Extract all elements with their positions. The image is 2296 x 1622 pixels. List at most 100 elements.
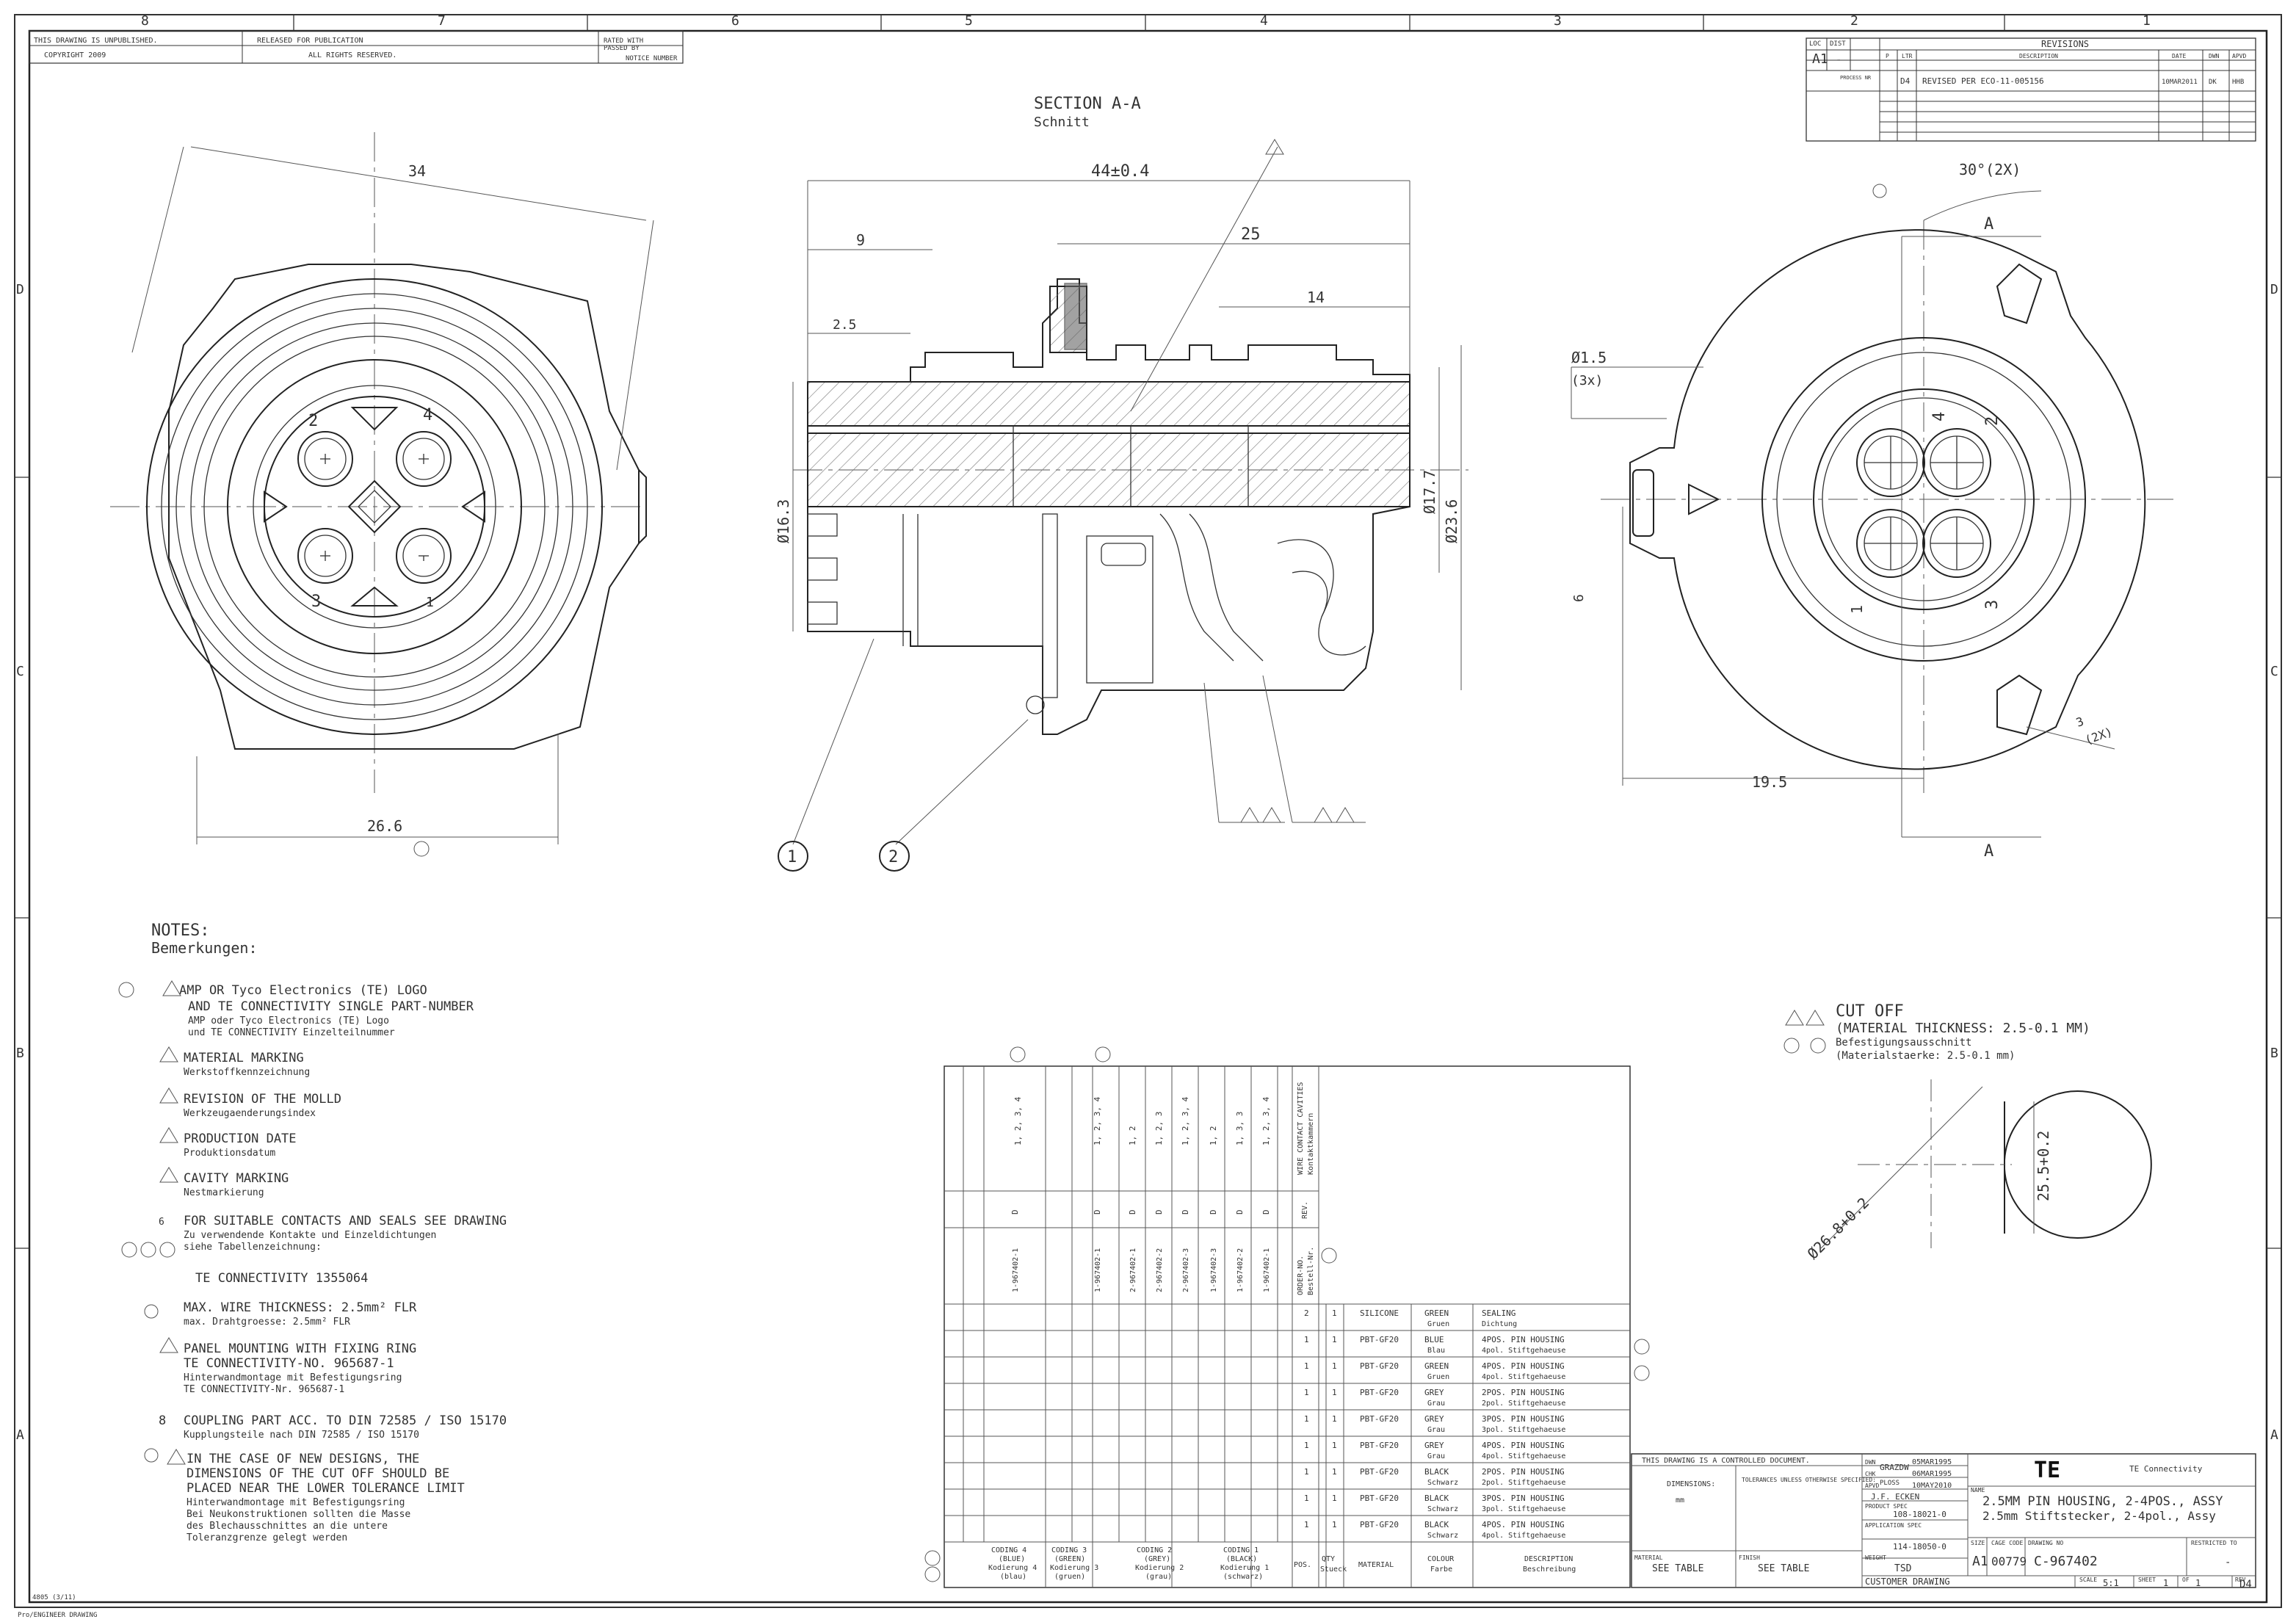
note-3-de: Werkzeugaenderungsindex	[184, 1108, 316, 1119]
row-desc: SEALING	[1482, 1308, 1515, 1318]
row-material: SILICONE	[1360, 1308, 1399, 1318]
row-desc-de: 4pol. Stiftgehaeuse	[1482, 1347, 1565, 1355]
note-4-en: PRODUCTION DATE	[184, 1132, 297, 1146]
row-material: PBT-GF20	[1360, 1335, 1399, 1344]
row-colour-de: Schwarz	[1427, 1505, 1458, 1513]
row-colour-de: Blau	[1427, 1347, 1445, 1355]
row-desc: 4POS. PIN HOUSING	[1482, 1520, 1565, 1529]
row-colour: BLACK	[1424, 1520, 1449, 1529]
row-pos: 2	[1304, 1308, 1309, 1318]
row-desc: 3POS. PIN HOUSING	[1482, 1494, 1565, 1503]
zone-side-d: D	[16, 282, 24, 297]
tb-dwg-no: DRAWING NO	[2028, 1540, 2063, 1546]
rev-col-p: P	[1886, 53, 1889, 59]
coding4-de-c: (blau)	[1000, 1573, 1026, 1581]
rev-col-desc: DESCRIPTION	[2019, 53, 2058, 59]
row-material: PBT-GF20	[1360, 1467, 1399, 1477]
zone-top-8: 8	[141, 13, 149, 29]
row-colour: BLACK	[1424, 1494, 1449, 1503]
row-qty: 1	[1332, 1335, 1337, 1344]
rev-col-9: D	[1261, 1209, 1271, 1214]
note-1-en: AMP OR Tyco Electronics (TE) LOGO	[179, 983, 427, 998]
right-rear-view: 4 2 1 3 30°(2X) A A Ø1.5 (3x) 6 19.5 3 (…	[1571, 161, 2173, 861]
rev-dist-value: -	[1836, 54, 1841, 66]
rev-dist-label: DIST	[1830, 40, 1846, 48]
section-dim-dia16: Ø16.3	[775, 499, 792, 543]
note-4-de: Produktionsdatum	[184, 1148, 275, 1159]
coding1-de-c: (schwarz)	[1223, 1573, 1263, 1581]
notes-block: NOTES: Bemerkungen: AMP OR Tyco Electron…	[118, 922, 507, 1543]
vh-col-3: 1, 2, 3, 4	[1093, 1096, 1102, 1145]
row-colour-de: Schwarz	[1427, 1479, 1458, 1487]
right-dim-6: 6	[1571, 594, 1587, 602]
note-7-de: Hinterwandmontage mit Befestigungsring	[184, 1372, 402, 1383]
note-1-en2: AND TE CONNECTIVITY SINGLE PART-NUMBER	[188, 999, 474, 1014]
coding3: CODING 3	[1051, 1546, 1087, 1554]
vh-wire: WIRE CONTACT CAVITIES	[1297, 1082, 1305, 1175]
row-qty: 1	[1332, 1520, 1337, 1529]
tb-scale: SCALE	[2079, 1576, 2097, 1583]
zone-side-a-right: A	[2270, 1427, 2278, 1443]
section-dim-2-5: 2.5	[833, 317, 857, 333]
row-pos: 1	[1304, 1388, 1309, 1397]
revisions-block: LOC DIST A1 - REVISIONS P LTR DESCRIPTIO…	[1806, 37, 2256, 142]
row-desc: 2POS. PIN HOUSING	[1482, 1388, 1565, 1397]
coding1-de: Kodierung 1	[1220, 1564, 1269, 1572]
zone-top-7: 7	[438, 13, 446, 29]
right-dim-angle: 30°(2X)	[1959, 161, 2021, 178]
section-dim-9: 9	[856, 231, 865, 249]
zone-top-4: 4	[1260, 13, 1268, 29]
rev-col-1: D	[1010, 1209, 1020, 1214]
note-6-de: Zu verwendende Kontakte und Einzeldichtu…	[184, 1230, 436, 1241]
tb-dwn-val: GRAZDW	[1880, 1463, 1909, 1472]
row-colour: GREY	[1424, 1388, 1444, 1397]
rev-loc-label: LOC	[1809, 40, 1821, 48]
note-8-en: COUPLING PART ACC. TO DIN 72585 / ISO 15…	[184, 1413, 507, 1428]
cutoff-dim-dia: Ø26.8+0.2	[1804, 1194, 1873, 1263]
vh-col-8: 1, 3, 3	[1235, 1112, 1245, 1145]
right-pin-4: 4	[1930, 412, 1949, 421]
zone-top-1: 1	[2143, 13, 2151, 29]
notes-subtitle: Bemerkungen:	[151, 939, 258, 957]
row-desc: 4POS. PIN HOUSING	[1482, 1335, 1565, 1344]
tb-customer: CUSTOMER DRAWING	[1865, 1576, 1950, 1587]
row-material: PBT-GF20	[1360, 1414, 1399, 1424]
order-no: ORDER-NO.	[1297, 1256, 1305, 1295]
row-desc: 4POS. PIN HOUSING	[1482, 1441, 1565, 1450]
header-copyright: COPYRIGHT 2009	[44, 51, 106, 59]
note-7-en2: TE CONNECTIVITY-NO. 965687-1	[184, 1356, 394, 1371]
tb-weight-val: TSD	[1894, 1563, 1912, 1574]
coding2-de-c: (grau)	[1145, 1573, 1172, 1581]
note-8-num: 8	[159, 1413, 166, 1428]
row-colour: GREY	[1424, 1441, 1444, 1450]
tb-appr-val: J.F. ECKEN	[1871, 1492, 1919, 1502]
tb-finish: FINISH	[1739, 1554, 1760, 1561]
tb-name2: 2.5mm Stiftstecker, 2-4pol., Assy	[1982, 1509, 2216, 1523]
tb-app-spec-val: 114-18050-0	[1893, 1542, 1946, 1552]
footer-colour: COLOUR	[1427, 1555, 1455, 1563]
row-desc: 4POS. PIN HOUSING	[1482, 1361, 1565, 1371]
tb-appr-date: 10MAY2010	[1912, 1482, 1952, 1490]
tb-name1: 2.5MM PIN HOUSING, 2-4POS., ASSY	[1982, 1494, 2223, 1509]
cutoff-line3: (Materialstaerke: 2.5-0.1 mm)	[1836, 1050, 2015, 1062]
right-dim-3-qty: (2X)	[2083, 725, 2115, 747]
left-dim-34: 34	[408, 162, 426, 180]
row-qty: 1	[1332, 1467, 1337, 1477]
vh-col-7: 1, 2	[1209, 1126, 1218, 1146]
row-colour-de: Gruen	[1427, 1320, 1449, 1328]
left-pin-3: 3	[311, 593, 321, 611]
coding4-de: Kodierung 4	[988, 1564, 1037, 1572]
note-1-de: AMP oder Tyco Electronics (TE) Logo	[188, 1015, 389, 1027]
row-pos: 1	[1304, 1494, 1309, 1503]
rev-col-dwn: DWN	[2209, 53, 2220, 59]
tb-cage: CAGE CODE	[1991, 1540, 2024, 1546]
note-9-en: IN THE CASE OF NEW DESIGNS, THE	[186, 1452, 419, 1466]
rev-row-ltr: D4	[1900, 76, 1911, 86]
coding1: CODING 1	[1223, 1546, 1259, 1554]
row-colour-de: Gruen	[1427, 1373, 1449, 1381]
tb-company: TE Connectivity	[2129, 1464, 2203, 1474]
rev-row-date: 10MAR2011	[2162, 79, 2198, 86]
row-desc-de: 3pol. Stiftgehaeuse	[1482, 1426, 1565, 1434]
right-pin-2: 2	[1983, 416, 2002, 426]
tb-size: SIZE	[1971, 1540, 1985, 1546]
